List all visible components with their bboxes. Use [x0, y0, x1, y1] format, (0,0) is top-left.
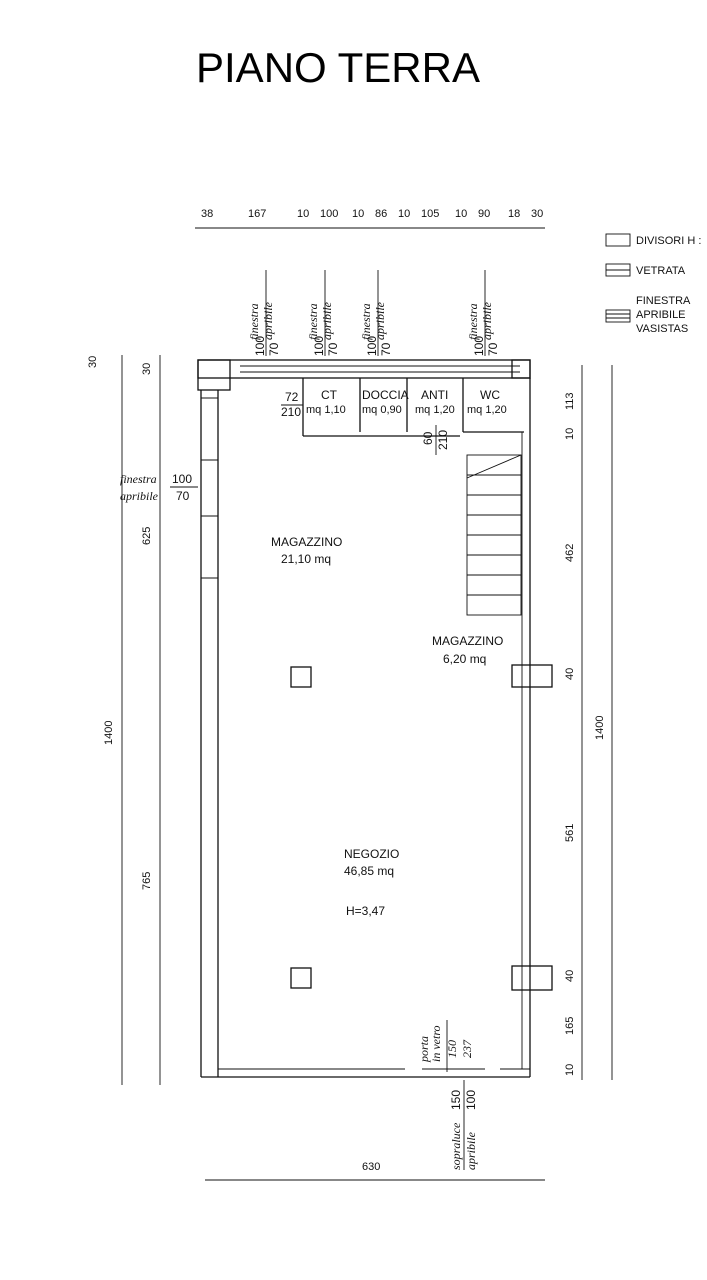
window2-h: 70 — [326, 342, 340, 356]
room-magazzino-small-name: MAGAZZINO — [432, 634, 503, 648]
right-dimension-chain: 113 10 462 40 561 40 165 10 1400 — [564, 365, 613, 1080]
door-anti-width: 60 — [421, 431, 435, 445]
top-dim-11: 18 — [508, 208, 520, 220]
room-negozio-area: 46,85 mq — [344, 864, 394, 878]
window3-text2: apribile — [373, 301, 387, 340]
top-dim-7: 10 — [398, 208, 410, 220]
left-dim-625: 625 — [141, 527, 153, 545]
window2-text2: apribile — [320, 301, 334, 340]
top-dim-6: 86 — [375, 208, 387, 220]
window3-text1: finestra — [359, 303, 373, 340]
entrance-h: 237 — [460, 1039, 474, 1058]
left-dim-1400: 1400 — [103, 721, 115, 745]
door-ct-width: 72 — [285, 390, 299, 404]
left-dim-30-outer: 30 — [87, 356, 99, 368]
right-dim-1400: 1400 — [594, 716, 606, 740]
legend-divisori-label: DIVISORI H : — [636, 235, 701, 247]
service-block — [302, 378, 524, 437]
legend: DIVISORI H : VETRATA FINESTRA APRIBILE V… — [605, 233, 701, 335]
top-dim-12: 30 — [531, 208, 543, 220]
window1-text1: finestra — [247, 303, 261, 340]
legend-divisori-swatch — [605, 233, 631, 247]
left-dimension-chain: 30 30 1400 625 765 — [87, 355, 161, 1085]
outer-walls — [197, 359, 553, 1078]
door-ct-height: 210 — [281, 405, 301, 419]
right-dim-40a: 40 — [564, 668, 576, 680]
legend-finestra-line1: FINESTRA — [636, 295, 691, 307]
left-dim-765: 765 — [141, 872, 153, 890]
room-ct-area: mq 1,10 — [306, 404, 346, 416]
top-dim-10: 90 — [478, 208, 490, 220]
transom-text2: apribile — [464, 1131, 478, 1170]
top-dimension-chain: 38 167 10 100 10 86 10 105 10 90 18 30 — [195, 208, 545, 229]
room-anti-area: mq 1,20 — [415, 404, 455, 416]
right-dim-113: 113 — [564, 392, 576, 410]
column-lower — [290, 967, 312, 989]
entrance-text1: porta — [417, 1036, 431, 1063]
room-ct-name: CT — [321, 388, 338, 402]
entrance-door-label: porta in vetro 150 237 150 100 sopraluce… — [417, 1020, 478, 1170]
legend-finestra-line2: APRIBILE — [636, 309, 686, 321]
right-dim-561: 561 — [564, 824, 576, 842]
window3-h: 70 — [379, 342, 393, 356]
bottom-dimension: 630 — [205, 1161, 545, 1181]
legend-vetrata-label: VETRATA — [636, 265, 686, 277]
window3-w: 100 — [365, 336, 379, 356]
top-dim-5: 10 — [352, 208, 364, 220]
top-dim-4: 100 — [320, 208, 338, 220]
right-dim-10b: 10 — [564, 1064, 576, 1076]
window4-text2: apribile — [480, 301, 494, 340]
right-dim-40b: 40 — [564, 970, 576, 982]
room-doccia-area: mq 0,90 — [362, 404, 402, 416]
top-dim-8: 105 — [421, 208, 439, 220]
room-negozio-height: H=3,47 — [346, 904, 385, 918]
entrance-w: 150 — [445, 1040, 459, 1058]
room-wc-area: mq 1,20 — [467, 404, 507, 416]
page-title: PIANO TERRA — [196, 44, 480, 91]
door-anti-height: 210 — [436, 430, 450, 450]
window2-w: 100 — [312, 336, 326, 356]
room-negozio-name: NEGOZIO — [344, 847, 399, 861]
right-dim-462: 462 — [564, 544, 576, 562]
column-upper — [290, 666, 312, 688]
window1-w: 100 — [253, 336, 267, 356]
right-dim-165: 165 — [564, 1017, 576, 1035]
right-dim-10a: 10 — [564, 428, 576, 440]
entrance-text2: in vetro — [429, 1025, 443, 1062]
legend-finestra-swatch — [605, 309, 631, 323]
stair — [466, 454, 522, 616]
bottom-dim-630: 630 — [362, 1161, 380, 1173]
left-window-w: 100 — [172, 472, 192, 486]
window1-text2: apribile — [261, 301, 275, 340]
room-magazzino-small-area: 6,20 mq — [443, 652, 486, 666]
window4-w: 100 — [472, 336, 486, 356]
window1-h: 70 — [267, 342, 281, 356]
left-window-text2: apribile — [120, 489, 159, 503]
room-magazzino-big-name: MAGAZZINO — [271, 535, 342, 549]
top-dim-3: 10 — [297, 208, 309, 220]
top-dim-1: 38 — [201, 208, 213, 220]
top-dim-9: 10 — [455, 208, 467, 220]
window2-text1: finestra — [306, 303, 320, 340]
room-wc-name: WC — [480, 388, 500, 402]
window4-h: 70 — [486, 342, 500, 356]
left-dim-30-inner: 30 — [141, 363, 153, 375]
transom-text1: sopraluce — [449, 1122, 463, 1170]
room-doccia-name: DOCCIA — [362, 388, 409, 402]
room-magazzino-big-area: 21,10 mq — [281, 552, 331, 566]
transom-h: 100 — [464, 1090, 478, 1110]
top-dim-2: 167 — [248, 208, 266, 220]
legend-finestra-line3: VASISTAS — [636, 323, 688, 335]
transom-w: 150 — [449, 1090, 463, 1110]
left-window-label: finestra 100 apribile 70 — [120, 472, 198, 503]
top-window-labels: finestra apribile 100 70 finestra apribi… — [247, 270, 500, 356]
left-window-h: 70 — [176, 489, 190, 503]
window4-text1: finestra — [466, 303, 480, 340]
room-anti-name: ANTI — [421, 388, 448, 402]
left-window-text1: finestra — [120, 472, 157, 486]
